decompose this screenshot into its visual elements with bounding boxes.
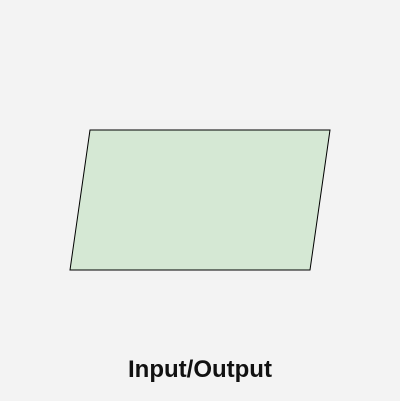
input-output-parallelogram[interactable] [69,129,331,271]
shape-caption: Input/Output [128,356,272,383]
